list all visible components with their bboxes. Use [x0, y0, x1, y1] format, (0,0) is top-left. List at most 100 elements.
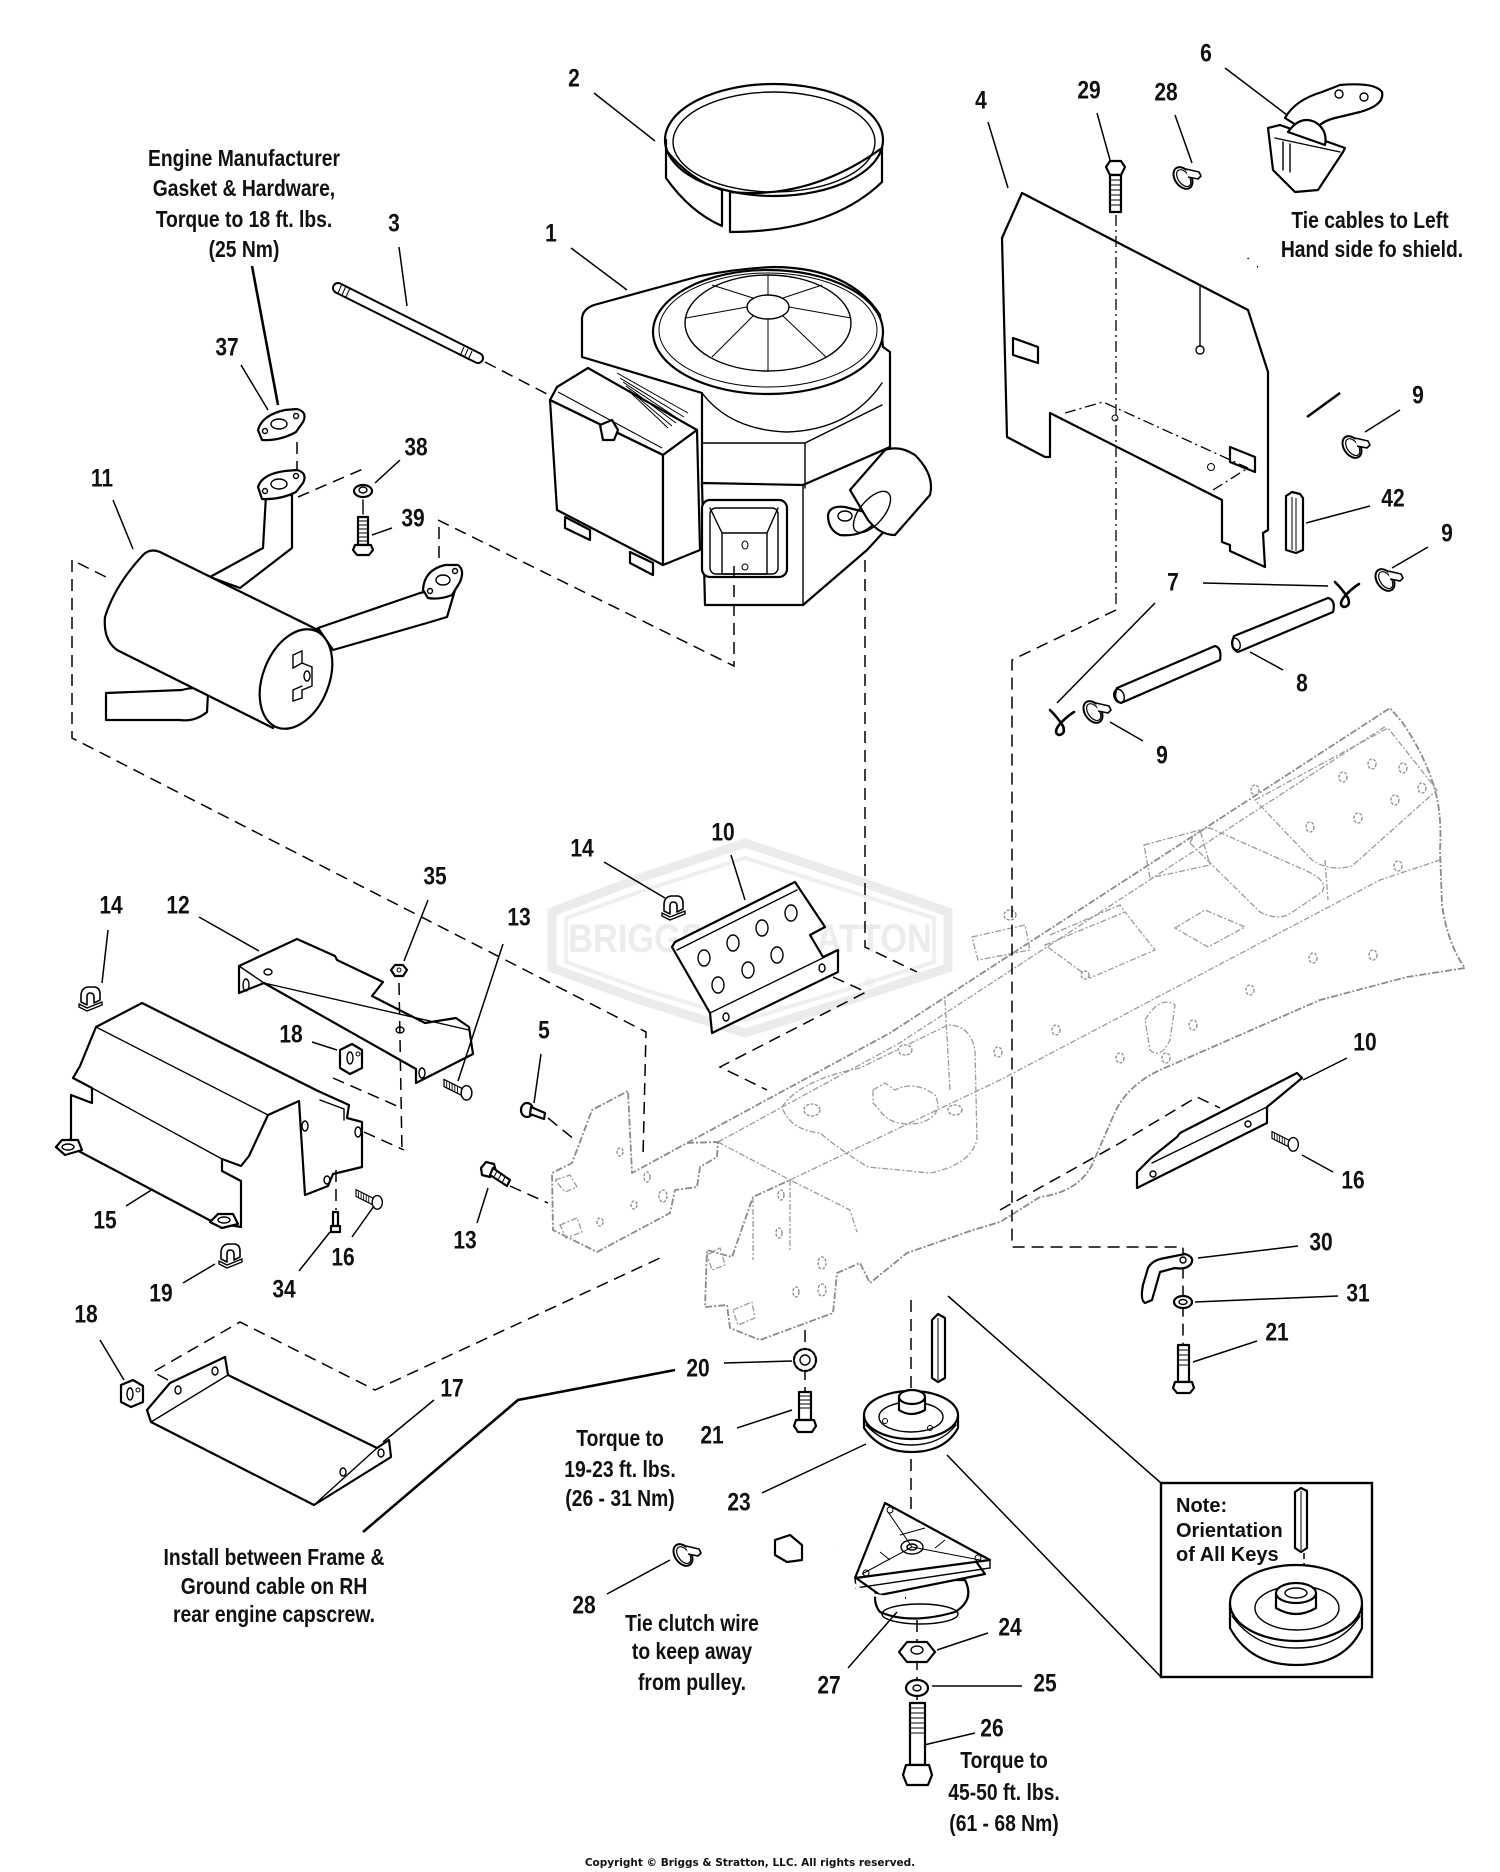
note-torque-clutch-bolt: Torque to 45-50 ft. lbs. (61 - 68 Nm)	[948, 1749, 1060, 1837]
callout-9-b: 9	[1441, 519, 1453, 547]
frame-hole	[1115, 1052, 1125, 1064]
frame-hole	[1367, 758, 1377, 770]
note-install-between: Install between Frame & Ground cable on …	[164, 1546, 385, 1628]
frame-hole	[803, 1103, 821, 1117]
leader-line	[603, 861, 666, 899]
leader-line	[936, 1632, 989, 1651]
assembly-line	[864, 560, 918, 973]
callout-28-top: 28	[1154, 78, 1177, 106]
callout-5: 5	[538, 1016, 550, 1044]
flange-nut	[352, 483, 374, 499]
frame-hole	[897, 1044, 913, 1056]
leader-line	[240, 364, 269, 411]
frame-hole	[1338, 771, 1348, 783]
callout-14-mid: 14	[570, 834, 593, 862]
leader-line	[593, 92, 656, 142]
leader-line	[1301, 1154, 1334, 1173]
ground-bolt	[1171, 1343, 1196, 1395]
note-line: Orientation	[1176, 1520, 1283, 1542]
ground-bracket	[145, 1355, 393, 1507]
capscrew	[355, 1188, 384, 1210]
frame-hole	[1245, 984, 1255, 996]
note-line: Gasket & Hardware,	[153, 177, 335, 202]
callout-26: 26	[980, 1714, 1003, 1742]
pulley	[862, 1388, 960, 1454]
j-clip	[78, 986, 103, 1012]
frame-hole	[993, 1046, 1003, 1058]
frame-hole	[792, 1286, 800, 1298]
leader-line	[198, 916, 260, 952]
note-tie-cables: Tie cables to Left Hand side fo shield.	[1281, 209, 1463, 263]
assembly-line	[71, 560, 647, 1158]
leader-line	[1305, 505, 1371, 524]
engine-mount-hole	[872, 1082, 939, 1125]
leader-line	[457, 943, 504, 1082]
leader-line	[476, 1187, 489, 1224]
frame-main-rail	[686, 707, 1466, 1341]
callout-35: 35	[423, 862, 446, 890]
hose	[1113, 596, 1335, 705]
muffler	[103, 468, 464, 730]
leader-line	[374, 459, 401, 484]
frame-inner-rail	[789, 859, 1441, 1181]
frame-hole	[1003, 909, 1017, 921]
leader-line	[730, 854, 746, 901]
muffler-inlet-pipe-left	[208, 493, 294, 590]
cable-tie	[1168, 162, 1202, 194]
leader-line	[847, 1611, 898, 1669]
assembly-line	[151, 1257, 661, 1391]
key-orientation-note: Note: Orientation of All Keys	[1159, 1481, 1374, 1679]
leader-line	[533, 1053, 542, 1104]
callout-16-right: 16	[1341, 1166, 1364, 1194]
note-line: Tie clutch wire	[625, 1612, 759, 1637]
leader-line	[923, 1732, 976, 1746]
frame-panel-small	[1173, 909, 1247, 948]
assembly-line	[999, 1096, 1221, 1211]
leader-line	[1202, 582, 1329, 587]
note-line: Torque to	[960, 1749, 1048, 1774]
frame-hole	[616, 1147, 624, 1157]
callout-9-a: 9	[1412, 381, 1424, 409]
frame-hole	[596, 1217, 604, 1227]
callout-18-lower: 18	[74, 1300, 97, 1328]
frame-hole	[1393, 860, 1403, 872]
leader-line	[1391, 546, 1429, 569]
leader-line	[1224, 67, 1288, 116]
note-line: (25 Nm)	[209, 238, 280, 263]
clutch-connector	[773, 1533, 804, 1564]
callout-38: 38	[404, 433, 427, 461]
tractor-frame	[551, 707, 1466, 1341]
frame-hole	[643, 1171, 651, 1183]
assembly-line	[484, 361, 548, 395]
note-line: rear engine capscrew.	[173, 1603, 375, 1628]
watermark-registered: ®	[864, 974, 875, 990]
callout-7: 7	[1167, 568, 1179, 596]
key-illustration	[1293, 1486, 1309, 1554]
note-title: Note:	[1176, 1495, 1227, 1517]
leader-line	[947, 1295, 1162, 1484]
frame-panel-a	[971, 924, 1031, 961]
frame-crossmember	[717, 1141, 858, 1233]
hose-clip	[1333, 580, 1361, 609]
air-cleaner-ring	[663, 82, 885, 234]
callout-10-right: 10	[1353, 1028, 1376, 1056]
leader-line	[298, 1231, 331, 1272]
cable-tie	[668, 1539, 702, 1571]
frame-rear-bracket	[551, 1090, 719, 1253]
frame-panel-center	[1189, 827, 1325, 918]
callout-3: 3	[388, 209, 400, 237]
callout-14-left: 14	[99, 891, 122, 919]
leader-line	[112, 499, 134, 550]
frame-hole	[1417, 782, 1427, 794]
frame-hole	[1250, 784, 1260, 796]
callout-13-lower: 13	[453, 1226, 476, 1254]
frame-hole	[1051, 1024, 1061, 1036]
note-line: (61 - 68 Nm)	[949, 1812, 1058, 1837]
callouts: 1 2 3 4 6 29 28 9 42 9 7 8 9 37 38 39 11…	[74, 39, 1453, 1742]
note-line: Install between Frame &	[164, 1546, 385, 1571]
callout-10-mid: 10	[711, 818, 734, 846]
leader-line	[1197, 1245, 1299, 1259]
note-engine-gasket: Engine Manufacturer Gasket & Hardware, T…	[148, 147, 340, 263]
callout-37: 37	[215, 333, 238, 361]
